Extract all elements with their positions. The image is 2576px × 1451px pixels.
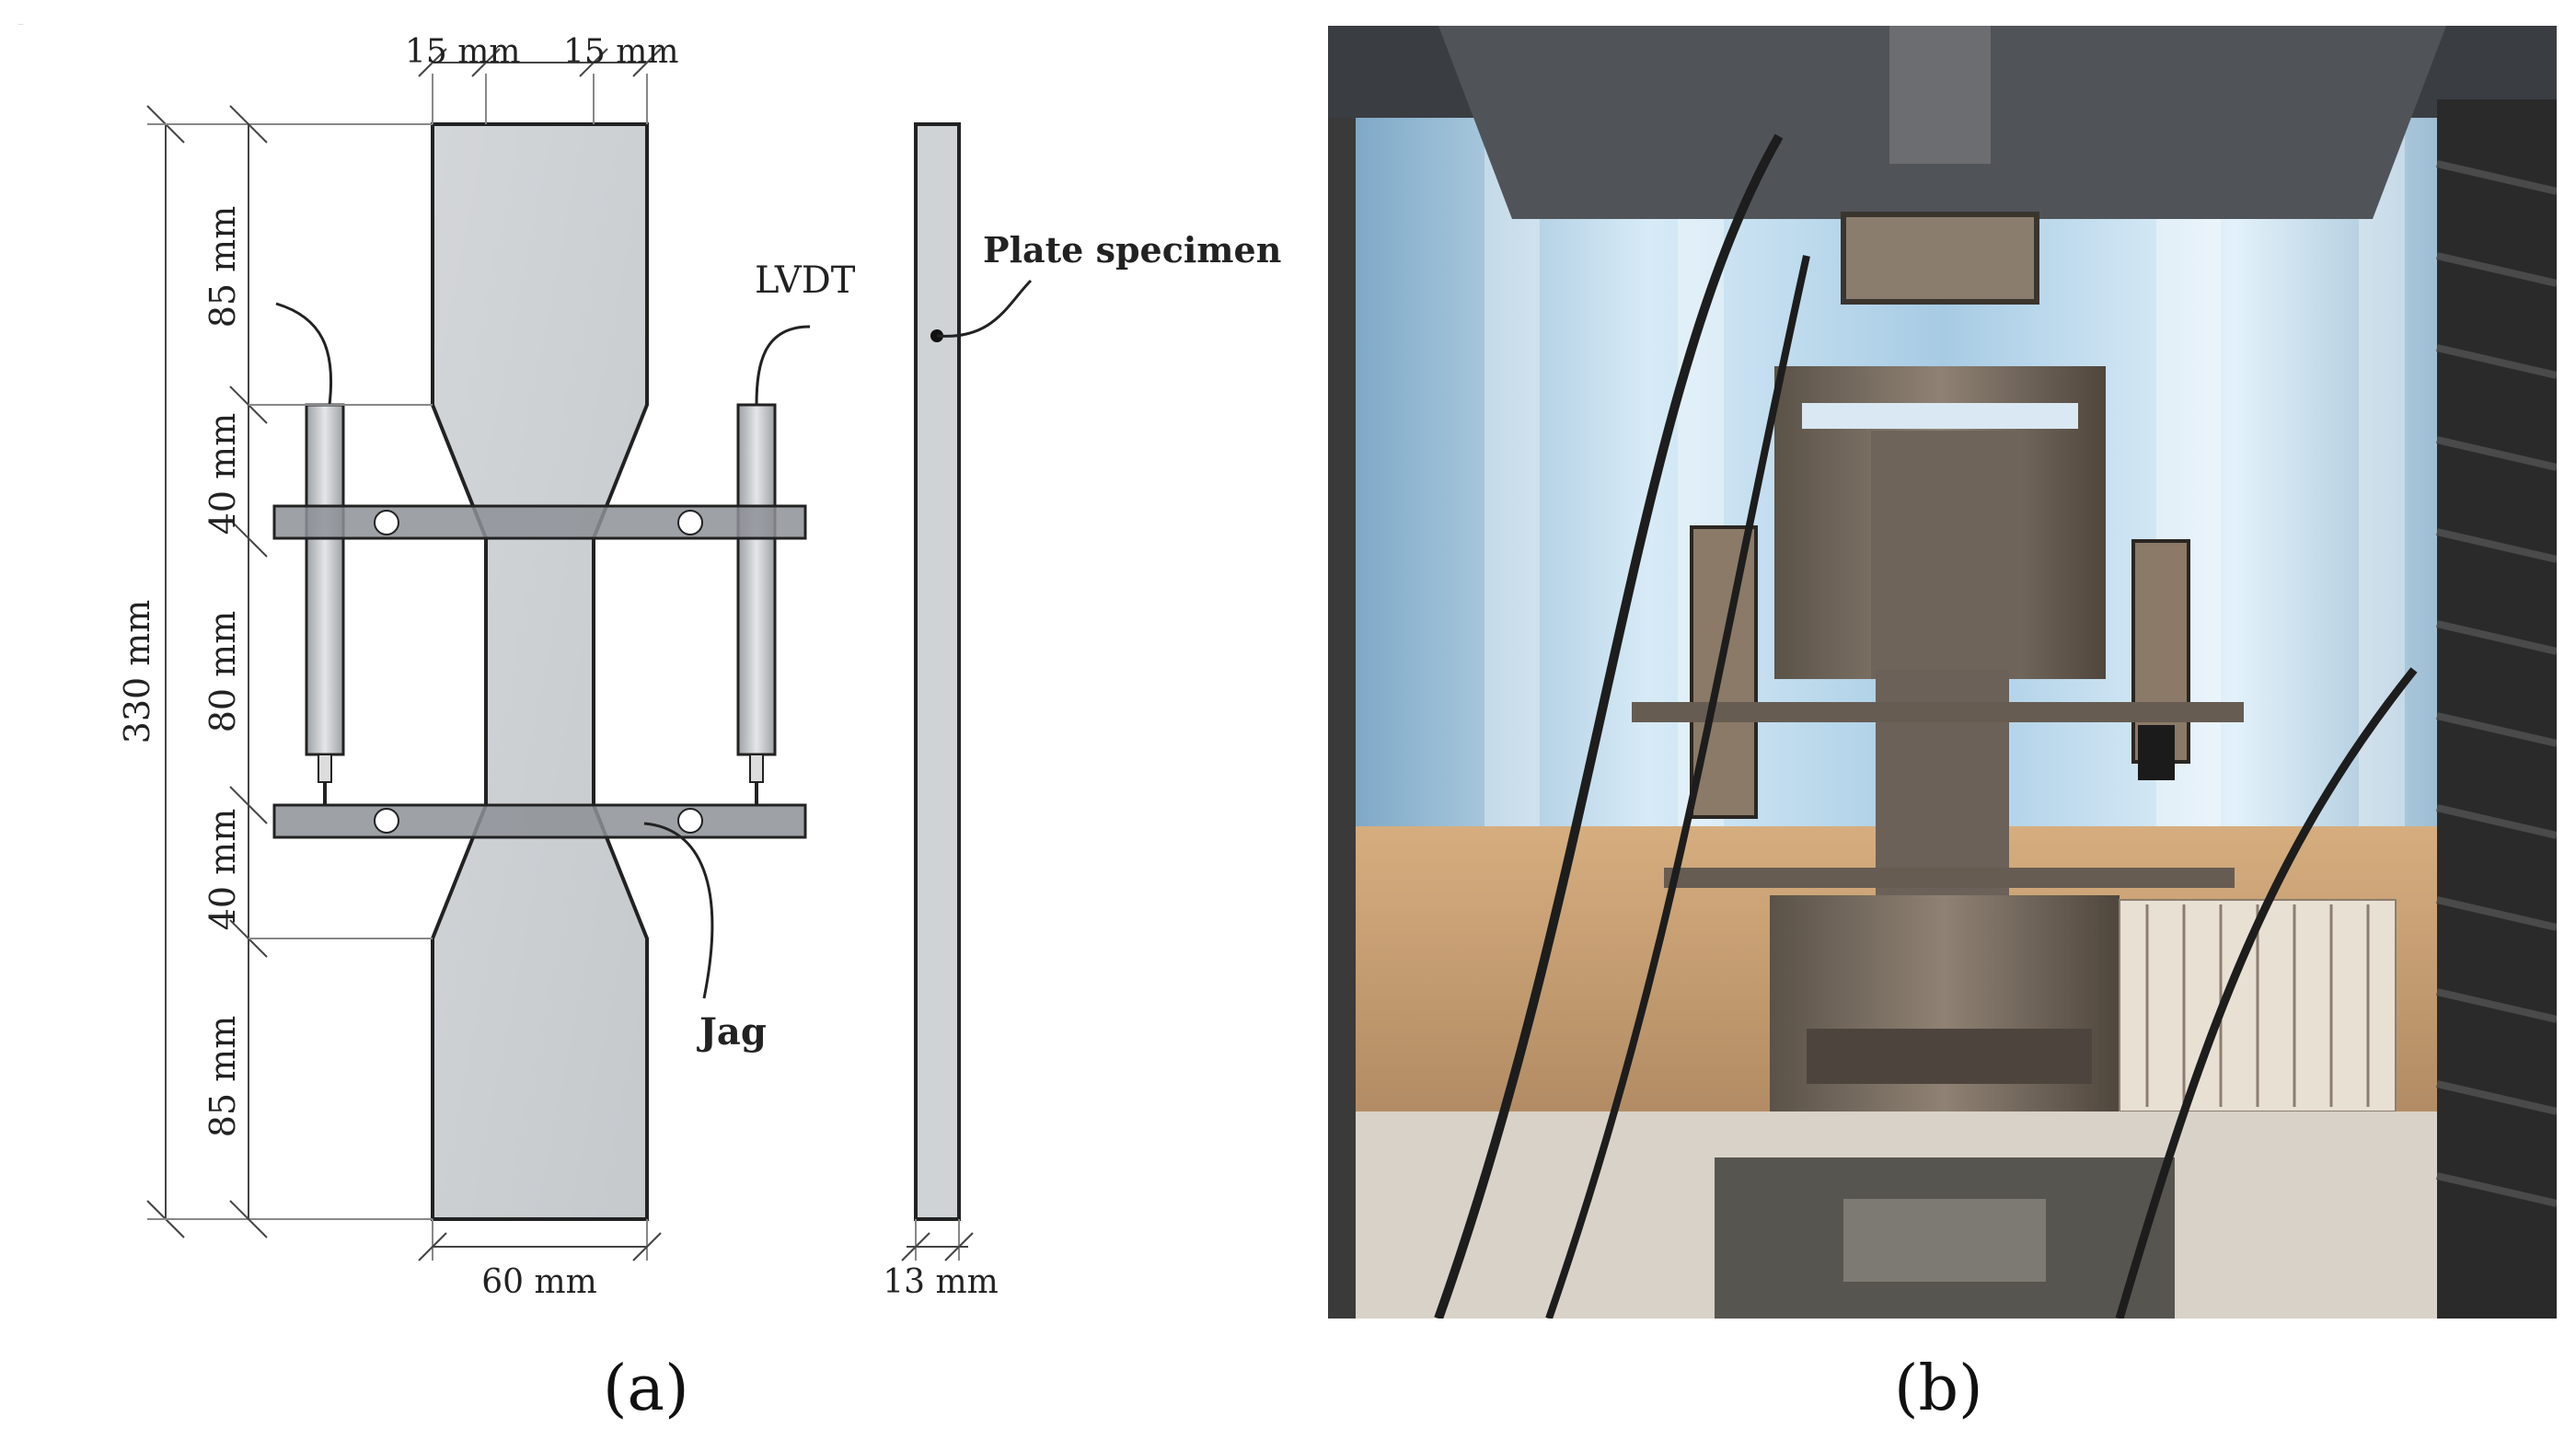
specimen-schematic: 15 mm 15 mm 330 mm 85 mm 40 mm 80 mm 40 …	[117, 33, 1281, 1301]
label-plate-specimen: Plate specimen	[983, 229, 1281, 271]
dim-lower-transition: 40 mm	[202, 809, 243, 931]
dim-lower-grip: 85 mm	[202, 1016, 243, 1138]
dim-gauge-length: 80 mm	[202, 611, 243, 733]
dim-top-width-1: 15 mm	[405, 33, 521, 71]
upper-jaw	[272, 504, 807, 540]
dim-thickness: 13 mm	[883, 1263, 999, 1301]
corner-artifact: ...	[18, 20, 24, 27]
lvdt-left	[275, 302, 345, 805]
lvdt-right	[736, 325, 811, 805]
dim-upper-transition: 40 mm	[202, 413, 243, 535]
dim-upper-grip: 85 mm	[202, 206, 243, 328]
test-setup-photo	[1328, 26, 2557, 1319]
dim-top-width-2: 15 mm	[563, 33, 679, 71]
label-lvdt: LVDT	[755, 259, 856, 302]
dogbone-specimen	[431, 122, 649, 1221]
caption-b: (b)	[1894, 1353, 1983, 1425]
lower-jaw	[272, 803, 807, 839]
dim-bottom-width: 60 mm	[481, 1263, 597, 1301]
dim-total-length: 330 mm	[117, 600, 157, 744]
caption-a: (a)	[603, 1353, 689, 1425]
plate-side-view	[914, 122, 961, 1221]
dimension-lines	[146, 48, 974, 1261]
label-jag: Jag	[697, 1010, 767, 1054]
